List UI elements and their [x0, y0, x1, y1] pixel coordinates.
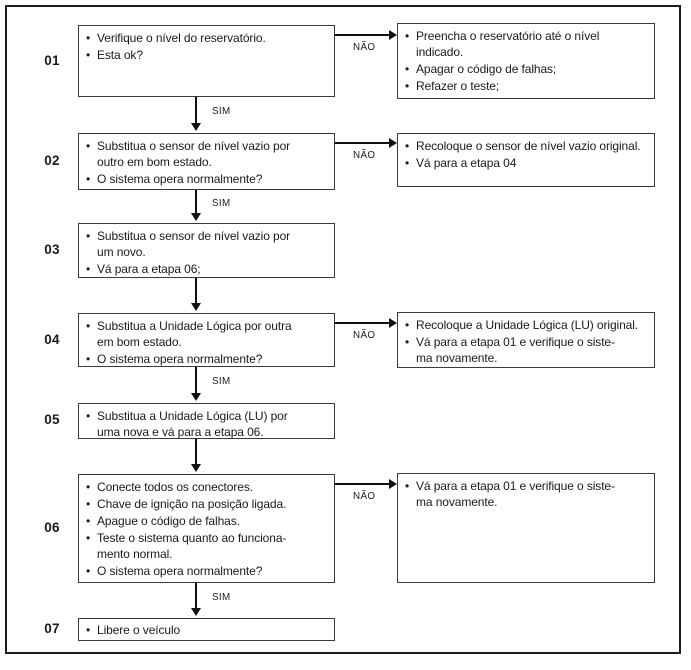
step-05-text: uma nova e vá para a etapa 06. — [97, 425, 264, 439]
step-02-number: 02 — [44, 153, 60, 168]
nao-label-04: NÃO — [353, 330, 376, 341]
bullet-icon: • — [405, 138, 410, 153]
action-text: Recoloque o sensor de nível vazio origin… — [416, 138, 641, 153]
bullet-icon: • — [405, 334, 410, 349]
step-04-text: Substitua a Unidade Lógica por outra — [97, 318, 292, 333]
bullet-icon: • — [86, 513, 91, 528]
bullet-icon: • — [86, 30, 91, 45]
sim-label-06: SIM — [212, 592, 231, 603]
arrow-03-04 — [190, 278, 202, 311]
bullet-icon: • — [86, 138, 91, 153]
step-04-box: • Substitua a Unidade Lógica por outra e… — [78, 313, 335, 367]
step-07-number: 07 — [44, 621, 60, 636]
sim-label-04: SIM — [212, 376, 231, 387]
bullet-icon: • — [86, 479, 91, 494]
nao-label-01: NÃO — [353, 42, 376, 53]
step-03-text: um novo. — [97, 245, 146, 259]
step-01-text: Verifique o nível do reservatório. — [97, 30, 266, 45]
nao-arrow-06 — [335, 478, 397, 490]
step-05-box: • Substitua a Unidade Lógica (LU) por um… — [78, 403, 335, 439]
arrow-05-06 — [190, 439, 202, 472]
action-text: Vá para a etapa 01 e verifique o siste- — [416, 334, 615, 349]
step-04-number: 04 — [44, 332, 60, 347]
sim-label-01: SIM — [212, 106, 231, 117]
step-01-action-box: • Preencha o reservatório até o nível in… — [397, 23, 655, 99]
action-text: Apagar o código de falhas; — [416, 62, 557, 76]
action-text: Preencha o reservatório até o nível — [416, 28, 600, 43]
step-02-box: • Substitua o sensor de nível vazio por … — [78, 133, 335, 190]
bullet-icon: • — [405, 478, 410, 493]
bullet-icon: • — [405, 28, 410, 43]
action-text: Vá para a etapa 01 e verifique o siste- — [416, 478, 615, 493]
nao-arrow-01 — [335, 29, 397, 41]
bullet-icon: • — [405, 317, 410, 332]
step-04-action-box: • Recoloque a Unidade Lógica (LU) origin… — [397, 312, 655, 368]
step-07-box: • Libere o veículo — [78, 618, 335, 641]
step-03-text: Substitua o sensor de nível vazio por — [97, 228, 291, 243]
action-text: Refazer o teste; — [416, 79, 500, 93]
bullet-icon: • — [405, 62, 410, 76]
step-06-text: Conecte todos os conectores. — [97, 479, 253, 494]
bullet-icon: • — [86, 172, 91, 186]
bullet-icon: • — [86, 352, 91, 366]
nao-arrow-04 — [335, 317, 397, 329]
step-05-number: 05 — [44, 412, 60, 427]
action-text: ma novamente. — [416, 495, 498, 509]
action-text: ma novamente. — [416, 351, 498, 365]
sim-arrow-02-03 — [190, 190, 202, 221]
step-06-text: Teste o sistema quanto ao funciona- — [97, 530, 287, 545]
step-02-text: Substitua o sensor de nível vazio por — [97, 138, 291, 153]
step-01-box: • Verifique o nível do reservatório. • E… — [78, 25, 335, 97]
bullet-icon: • — [86, 622, 91, 637]
sim-arrow-04-05 — [190, 367, 202, 401]
step-01-text: Esta ok? — [97, 47, 143, 62]
step-06-text: O sistema opera normalmente? — [97, 564, 263, 578]
step-02-text: outro em bom estado. — [97, 155, 212, 169]
step-05-text: Substitua a Unidade Lógica (LU) por — [97, 408, 288, 423]
action-text: Vá para a etapa 04 — [416, 155, 517, 170]
bullet-icon: • — [86, 408, 91, 423]
action-text: indicado. — [416, 45, 464, 59]
step-07-text: Libere o veículo — [97, 622, 181, 637]
sim-arrow-01-02 — [190, 97, 202, 131]
bullet-icon: • — [86, 262, 91, 276]
step-06-text: Chave de ignição na posição ligada. — [97, 496, 287, 511]
step-06-text: mento normal. — [97, 547, 173, 561]
bullet-icon: • — [86, 530, 91, 545]
sim-arrow-06-07 — [190, 583, 202, 616]
step-03-number: 03 — [44, 242, 60, 257]
step-06-text: Apague o código de falhas. — [97, 513, 240, 528]
bullet-icon: • — [86, 496, 91, 511]
sim-label-02: SIM — [212, 198, 231, 209]
step-03-text: Vá para a etapa 06; — [97, 262, 201, 276]
step-04-text: O sistema opera normalmente? — [97, 352, 263, 366]
action-text: Recoloque a Unidade Lógica (LU) original… — [416, 317, 639, 332]
bullet-icon: • — [86, 47, 91, 62]
step-01-number: 01 — [44, 53, 60, 68]
bullet-icon: • — [86, 228, 91, 243]
nao-label-06: NÃO — [353, 491, 376, 502]
bullet-icon: • — [405, 79, 410, 93]
step-06-action-box: • Vá para a etapa 01 e verifique o siste… — [397, 473, 655, 583]
step-04-text: em bom estado. — [97, 335, 182, 349]
nao-label-02: NÃO — [353, 150, 376, 161]
bullet-icon: • — [405, 155, 410, 170]
step-06-box: • Conecte todos os conectores. • Chave d… — [78, 474, 335, 583]
step-02-text: O sistema opera normalmente? — [97, 172, 263, 186]
step-03-box: • Substitua o sensor de nível vazio por … — [78, 223, 335, 278]
step-02-action-box: • Recoloque o sensor de nível vazio orig… — [397, 133, 655, 187]
nao-arrow-02 — [335, 137, 397, 149]
bullet-icon: • — [86, 564, 91, 578]
bullet-icon: • — [86, 318, 91, 333]
step-06-number: 06 — [44, 520, 60, 535]
